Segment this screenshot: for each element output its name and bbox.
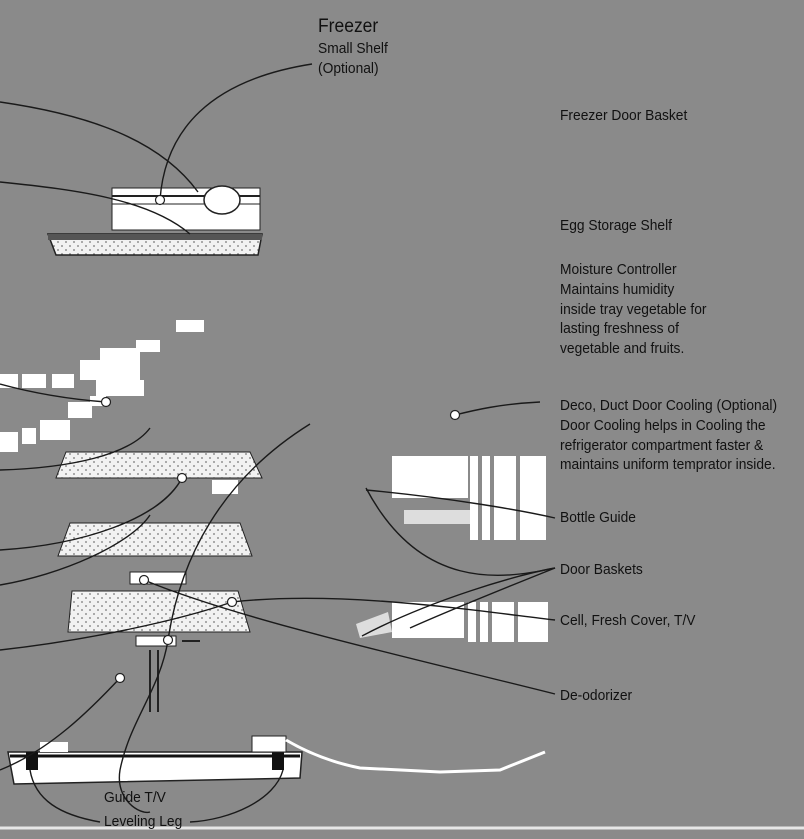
label-moisture-controller: Moisture Controller Maintains humidity i… <box>560 260 707 359</box>
moisture-line-3: inside tray vegetable for <box>560 300 707 318</box>
label-freezer-small-shelf: Freezer Small Shelf (Optional) <box>318 14 388 79</box>
label-door-baskets: Door Baskets <box>560 561 643 578</box>
label-freezer-door-basket: Freezer Door Basket <box>560 107 688 124</box>
moisture-line-2: Maintains humidity <box>560 280 675 298</box>
moisture-line-4: lasting freshness of <box>560 320 679 338</box>
bottom-plate <box>7 735 546 785</box>
deodorizer-part <box>149 640 200 712</box>
moisture-line-1: Moisture Controller <box>560 261 677 278</box>
glass-shelves <box>55 451 263 647</box>
leader-lines <box>0 63 556 823</box>
label-deodorizer: De-odorizer <box>560 687 633 704</box>
label-freezer-line-1: Small Shelf <box>318 40 388 58</box>
label-bottle-guide: Bottle Guide <box>560 509 636 526</box>
label-freezer-line-2: (Optional) <box>318 59 379 77</box>
label-guide-tv: Guide T/V <box>104 789 166 806</box>
label-deco-duct-door-cooling: Deco, Duct Door Cooling (Optional) Door … <box>560 396 777 475</box>
door-baskets-parts <box>356 456 548 642</box>
label-leveling-leg: Leveling Leg <box>104 813 183 830</box>
callout-dots <box>100 194 461 684</box>
deco-line-3: refrigerator compartment faster & <box>560 436 764 454</box>
label-egg-storage-shelf: Egg Storage Shelf <box>560 217 673 234</box>
freezer-small-shelf <box>46 185 263 256</box>
freezer-door-basket-pieces <box>0 320 238 494</box>
deco-line-1: Deco, Duct Door Cooling (Optional) <box>560 397 778 414</box>
label-freezer-title: Freezer <box>318 16 379 37</box>
deco-line-2: Door Cooling helps in Cooling the <box>560 416 766 434</box>
label-cell-fresh-cover: Cell, Fresh Cover, T/V <box>560 612 696 629</box>
moisture-line-5: vegetable and fruits. <box>560 340 685 358</box>
deco-line-4: maintains uniform temprator inside. <box>560 456 776 474</box>
